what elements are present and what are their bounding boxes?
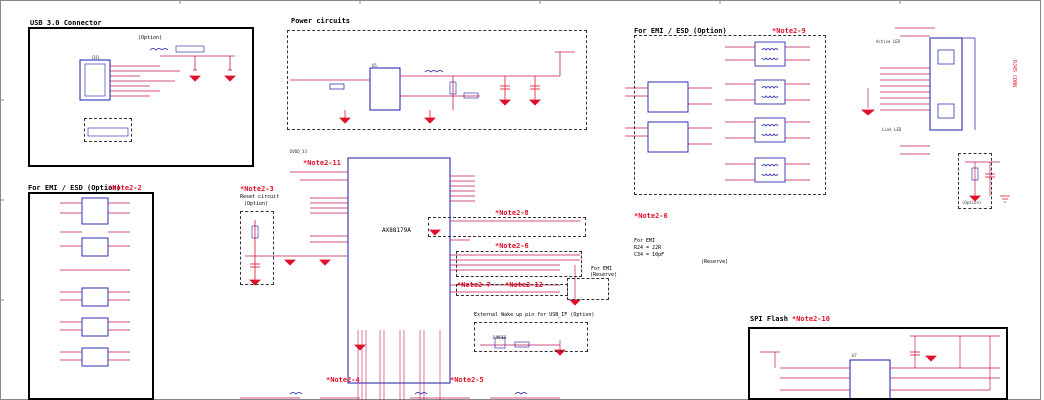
active-led-label: Active LED (876, 39, 901, 44)
emi-reserve-region (567, 278, 609, 300)
reset-circuit-region (240, 211, 274, 285)
spi-flash-symbol (760, 335, 1000, 400)
link-led-label: Link LED (882, 127, 902, 132)
reset-option-label: (Option) (244, 201, 269, 207)
note2-7-label: *Note2-7 (457, 281, 491, 289)
note2-9-label: *Note2-9 (772, 27, 806, 35)
note2-8-label: *Note2-8 (495, 209, 529, 217)
note2-2-label: *Note2-2 (108, 184, 142, 192)
rj45-option-region (958, 153, 992, 209)
note2-3-label: *Note2-3 (240, 185, 274, 193)
emi-esd-right-title: For EMI / ESD (Option) (634, 27, 727, 35)
svg-text:RJ45 CONN: RJ45 CONN (1011, 60, 1017, 87)
note2-6-right-label: *Note2-6 (634, 212, 668, 220)
reserve-label: (Reserve) (701, 259, 729, 265)
chip-name: AX88179A (382, 227, 411, 234)
for-emi-reserve-label: For EMI (591, 266, 613, 272)
note2-6-upper-label: *Note2-6 (495, 242, 529, 250)
note2-5-label: *Note2-5 (450, 376, 484, 384)
usb-connector-region (28, 27, 254, 167)
wakeup-region (474, 322, 588, 352)
note2-8-region (428, 217, 586, 237)
power-circuits-title: Power circuits (291, 17, 351, 25)
note2-10-label: *Note2-10 (792, 315, 830, 323)
rj45-symbol: RJ45 CONN (860, 27, 1017, 203)
usb-connector-title: USB 3.0 Connector (30, 19, 102, 27)
jumper-label: JUMPER (492, 335, 507, 340)
power-circuit-symbols (290, 51, 575, 124)
r24-value-label: R24 = 22R (634, 245, 662, 251)
bottom-power-symbols (240, 392, 560, 399)
emi-left-symbols (60, 197, 130, 367)
emi-esd-left-title: For EMI / ESD (Option) (28, 184, 121, 192)
emi-left-region (28, 192, 154, 400)
for-emi-label: For EMI (634, 238, 656, 244)
main-ic-symbol (245, 157, 581, 400)
note2-6-region (456, 251, 582, 277)
ch1-ref: CH1 (92, 55, 100, 60)
usb-option-label: (Option) (138, 35, 163, 41)
power-circuits-region (287, 30, 587, 130)
usb-connector-symbol (79, 45, 236, 137)
note2-11-label: *Note2-11 (303, 159, 341, 167)
spi-flash-region (748, 327, 1008, 400)
dvdd33-label: DVDD_33 (290, 149, 307, 154)
u7-ref: U7 (852, 353, 857, 358)
emi-right-symbols (625, 41, 810, 183)
note2-12-label: *Note2-12 (505, 281, 543, 289)
spi-flash-title: SPI Flash (750, 315, 788, 323)
emi-right-region (634, 35, 826, 195)
usb-option-region (84, 118, 132, 142)
wakeup-label: External Wake up pin for USB_IF (Option) (474, 312, 595, 318)
reset-circuit-label: Reset circuit (240, 194, 280, 200)
c34-value-label: C34 = 10pF (634, 252, 665, 258)
note2-4-label: *Note2-4 (326, 376, 360, 384)
rj45-option-label: (Option) (962, 200, 982, 205)
reserve-paren-label: (Reserve) (590, 272, 618, 278)
u5-ref: U5 (372, 63, 377, 68)
